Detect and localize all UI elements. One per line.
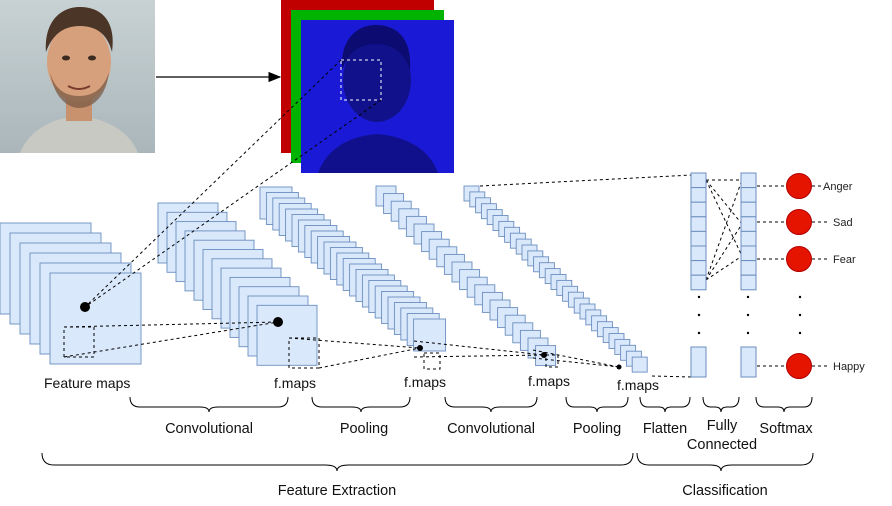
label-flatten: Flatten	[643, 421, 687, 437]
neuron-cell	[740, 187, 757, 203]
label-convolutional-2: Convolutional	[447, 421, 535, 437]
fmaps-label-2: f.maps	[404, 374, 446, 390]
brace-fully-connected	[702, 396, 740, 413]
pool1-stack	[259, 186, 447, 352]
brace-pooling-2	[565, 396, 629, 413]
neuron-cell	[690, 172, 707, 189]
neuron-cell	[740, 245, 757, 262]
neuron-cell	[690, 260, 707, 276]
feature-map	[256, 304, 318, 366]
input-face-photo	[0, 0, 155, 153]
receptive-dots	[80, 302, 622, 370]
neuron-cell	[740, 230, 757, 247]
neuron-cell	[740, 201, 757, 218]
neuron-cell	[690, 274, 707, 291]
feature-map	[631, 356, 648, 373]
rgb-channels	[281, 0, 454, 173]
label-convolutional-1: Convolutional	[165, 421, 253, 437]
brace-pooling-1	[311, 396, 411, 413]
connectors	[63, 59, 830, 378]
pool2-stack	[463, 185, 648, 373]
dense-column	[740, 172, 757, 378]
neuron-cell	[740, 260, 757, 276]
fmaps-label-1: f.maps	[274, 375, 316, 391]
label-classification: Classification	[682, 483, 767, 499]
output-nodes	[786, 173, 812, 379]
ellipsis-dots	[697, 295, 802, 335]
feature-maps-stack	[0, 222, 142, 365]
feature-maps-label: Feature maps	[44, 375, 130, 391]
output-label-happy: Happy	[833, 361, 865, 373]
braces	[41, 396, 814, 472]
feature-map	[49, 272, 142, 365]
conv1-stack	[157, 202, 318, 366]
output-label-sad: Sad	[833, 217, 853, 229]
neuron-cell	[690, 216, 707, 232]
output-node-sad	[786, 209, 812, 235]
neuron-cell	[740, 172, 757, 189]
brace-feature-extraction	[41, 452, 634, 472]
flatten-column	[690, 172, 707, 378]
brace-classification	[636, 452, 814, 472]
neuron-cell	[740, 346, 757, 378]
channel-face-silhouette	[318, 24, 438, 173]
output-label-anger: Anger	[823, 181, 853, 193]
label-connected: Connected	[687, 437, 757, 453]
brace-convolutional-1	[129, 396, 289, 413]
brace-flatten	[639, 396, 691, 413]
fmaps-label-3: f.maps	[528, 373, 570, 389]
conv2-stack	[375, 185, 557, 367]
neuron-cell	[740, 274, 757, 291]
local-regions	[63, 326, 559, 370]
label-feature-extraction: Feature Extraction	[278, 483, 396, 499]
output-node-happy	[786, 353, 812, 379]
output-node-anger	[786, 173, 812, 199]
output-node-fear	[786, 246, 812, 272]
output-label-fear: Fear	[833, 254, 856, 266]
kernel-window	[340, 59, 382, 101]
brace-softmax	[755, 396, 813, 413]
neuron-cell	[690, 201, 707, 218]
neuron-cell	[690, 187, 707, 203]
label-softmax: Softmax	[759, 421, 813, 437]
neuron-cell	[690, 230, 707, 247]
neuron-cell	[690, 346, 707, 378]
fmaps-label-4: f.maps	[617, 377, 659, 393]
neuron-cell	[740, 216, 757, 232]
label-pooling-1: Pooling	[340, 421, 388, 437]
label-pooling-2: Pooling	[573, 421, 621, 437]
neuron-cell	[690, 245, 707, 262]
label-fully: Fully	[707, 418, 738, 434]
brace-convolutional-2	[444, 396, 538, 413]
